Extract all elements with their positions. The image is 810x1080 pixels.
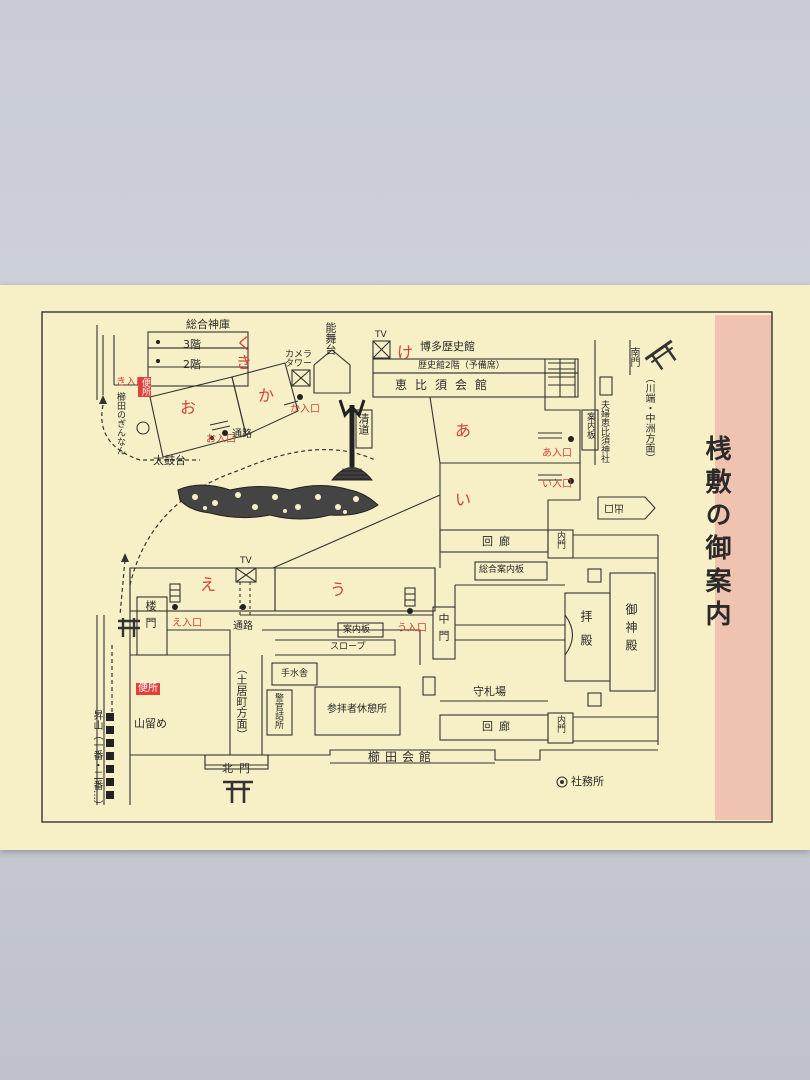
entrance-i: い入口 (542, 479, 572, 490)
label-shamusho: 社務所 (571, 775, 604, 788)
entrance-a: あ入口 (542, 448, 572, 459)
section-ki: き (236, 353, 253, 372)
label-toilet-2: 便所 (136, 683, 160, 695)
label-annai-board-1: 案内板 (585, 412, 595, 439)
label-camera-tower: カメラタワー (285, 350, 313, 369)
label-kyukeijo: 参拝者休憩所 (327, 704, 387, 715)
label-chumon: 中門 (437, 613, 450, 647)
label-toilet-1: 便所 (138, 377, 151, 397)
label-slope: スロープ (330, 642, 366, 652)
map-title: 桟敷の御案内 (701, 435, 731, 633)
section-ke: け (397, 343, 414, 362)
stand-markers (106, 713, 114, 799)
label-romon: 楼門 (144, 600, 157, 634)
label-noh-stage: 能舞台 (324, 322, 337, 355)
label-ebisu-shrine: 夫婦恵比須神社 (599, 400, 609, 463)
label-kairo-bottom: 回廊 (482, 720, 516, 733)
label-haiden: 拝殿 (579, 610, 593, 658)
section-a: あ (455, 421, 472, 440)
torii-west (118, 618, 140, 637)
label-tv-top: TV (375, 330, 387, 340)
label-keikan: 警官詰所 (273, 693, 283, 729)
label-ginnan: 櫛田のぎんなん (115, 392, 125, 455)
label-tsuro-2: 通路 (233, 621, 253, 632)
label-kairo-top: 回廊 (482, 535, 516, 548)
label-hakata-museum: 博多歴史館 (420, 340, 475, 353)
label-tv-mid: TV (240, 556, 252, 566)
label-tsuro-1: 通路 (232, 429, 252, 440)
label-seido: 清道 (357, 413, 370, 435)
label-doi: （土居町方面） (235, 663, 248, 740)
label-museum-2f: 歴史館2階（予備席） (418, 361, 505, 371)
person-markers (156, 340, 574, 614)
map-linework (41, 311, 773, 823)
entrance-ki: き入口 (116, 377, 146, 388)
route-arrows (99, 395, 129, 562)
label-taikodai: 太鼓台 (153, 454, 186, 467)
label-yamatome: 山留め (134, 717, 167, 730)
map-card: 桟敷の御案内 あ い う え お か き く け あ入口 い入口 う入口 え入口… (0, 285, 810, 850)
label-annai-board-2: 案内板 (343, 625, 371, 635)
label-temizuya: 手水舎 (281, 669, 309, 679)
label-minamimon: 南門 (628, 347, 639, 367)
route-paths (101, 404, 376, 715)
label-floor2: 2階 (183, 358, 201, 371)
torii-north (223, 780, 253, 803)
label-kawabata: （川端・中洲方面） (643, 373, 654, 463)
ginkgo-tree-icon (136, 421, 150, 435)
label-omamori: 守札場 (473, 685, 506, 698)
label-kushida-hall: 櫛田会館 (368, 750, 437, 764)
section-i: い (455, 490, 472, 509)
label-floor3: 3階 (183, 338, 201, 351)
section-e: え (200, 575, 217, 594)
section-ka: か (258, 386, 275, 405)
map-frame (41, 311, 773, 823)
label-goshinden: 御神殿 (624, 603, 638, 657)
label-kitamon: 北門 (222, 762, 256, 775)
exit-sign: 出口 (604, 502, 624, 513)
label-sogo-annai: 総合案内板 (479, 565, 525, 575)
label-naimon-bottom: 内門 (555, 715, 565, 733)
label-ebisu-hall: 恵比須会館 (395, 378, 496, 392)
section-u: う (330, 580, 347, 599)
crowd (177, 484, 379, 520)
yamakasa-float (330, 399, 374, 481)
entrance-u: う入口 (397, 623, 427, 634)
section-o: お (180, 398, 197, 417)
title-band (715, 315, 772, 820)
section-ku: く (236, 334, 253, 353)
entrance-ka: か入口 (290, 404, 320, 415)
label-noborisan: 昇山（一番・二番…） (91, 710, 102, 810)
label-sogo-jinko: 総合神庫 (186, 318, 230, 331)
entrance-e: え入口 (172, 618, 202, 629)
label-naimon-top: 内門 (555, 531, 565, 549)
entrance-o: お入口 (206, 434, 236, 445)
